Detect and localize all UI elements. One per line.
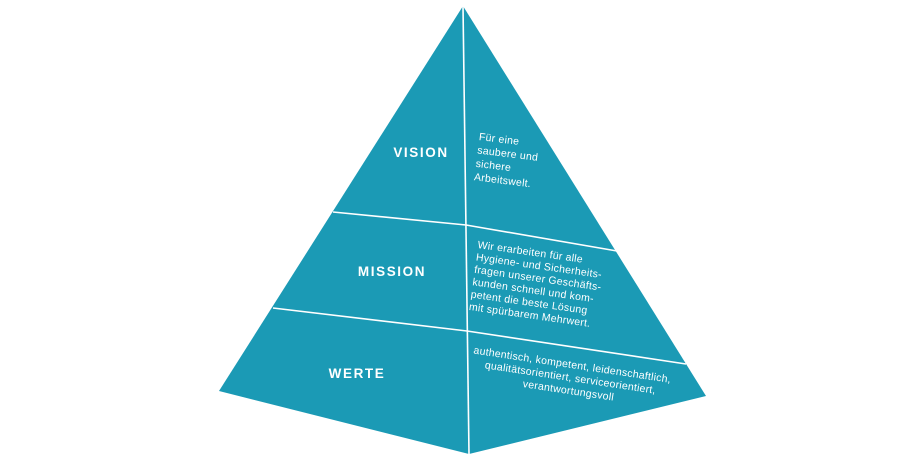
divider-mission-werte-right xyxy=(466,330,687,365)
divider-vision-mission-right xyxy=(465,224,618,252)
mission-label: MISSION xyxy=(358,264,426,279)
divider-mission-werte-left xyxy=(272,307,468,332)
vision-label: VISION xyxy=(393,145,448,160)
werte-label: WERTE xyxy=(329,366,386,381)
pyramid-right-face xyxy=(463,6,706,454)
vision-desc-line: Für eine xyxy=(478,131,520,148)
divider-vision-mission-left xyxy=(332,211,467,226)
pyramid-left-face xyxy=(219,6,469,454)
vision-desc-line: sichere xyxy=(475,158,512,174)
pyramid-front-edge xyxy=(462,5,470,455)
